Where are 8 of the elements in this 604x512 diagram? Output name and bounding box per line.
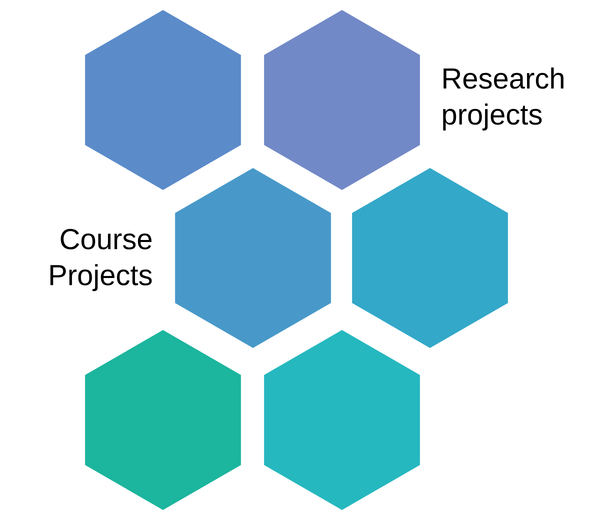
hexagon bbox=[85, 10, 241, 190]
hexagon bbox=[264, 330, 420, 510]
hexagon bbox=[85, 330, 241, 510]
hexagon bbox=[175, 168, 331, 348]
hexagon bbox=[352, 168, 508, 348]
side-label: Course Projects bbox=[50, 228, 152, 292]
side-label: Research projects bbox=[443, 67, 564, 131]
hexagon bbox=[264, 10, 420, 190]
